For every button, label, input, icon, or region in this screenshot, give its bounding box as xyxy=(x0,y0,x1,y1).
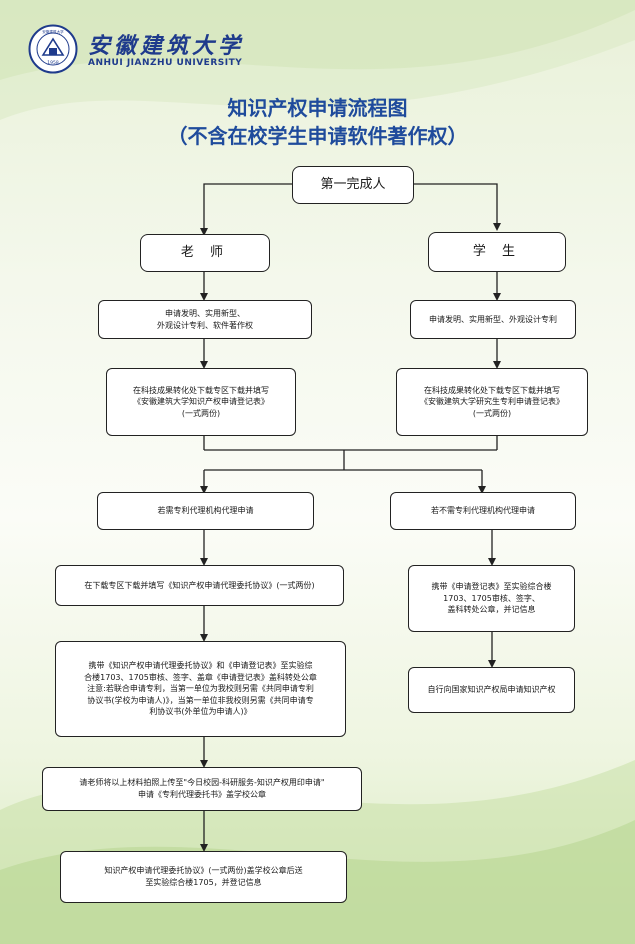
page-title: 知识产权申请流程图 xyxy=(227,96,408,120)
university-name-en: ANHUI JIANZHU UNIVERSITY xyxy=(88,58,243,68)
node-student-registration-form: 在科技成果转化处下载专区下载并填写 《安徽建筑大学研究生专利申请登记表》 (一式… xyxy=(396,368,588,436)
node-no-patent-agent: 若不需专利代理机构代理申请 xyxy=(390,492,576,530)
node-need-patent-agent: 若需专利代理机构代理申请 xyxy=(97,492,314,530)
seal-text: 安徽建筑大学 xyxy=(42,29,64,34)
node-teacher-application-types: 申请发明、实用新型、 外观设计专利、软件著作权 xyxy=(98,300,312,339)
node-upload-materials: 请老师将以上材料拍照上传至"今日校园-科研服务-知识产权用印申请" 申请《专利代… xyxy=(42,767,362,811)
node-first-inventor: 第一完成人 xyxy=(292,166,414,204)
university-name-cn: 安徽建筑大学 xyxy=(88,33,245,59)
node-student: 学 生 xyxy=(428,232,566,272)
seal-year: 1958 xyxy=(47,60,59,66)
page-subtitle: （不含在校学生申请软件著作权） xyxy=(167,124,468,148)
node-teacher-registration-form: 在科技成果转化处下载专区下载并填写 《安徽建筑大学知识产权申请登记表》 (一式两… xyxy=(106,368,296,436)
arrow-first-to-student xyxy=(414,183,501,231)
node-final-stamp-and-register: 知识产权申请代理委托协议》(一式两份)盖学校公章后送 至实验综合楼1705，并登… xyxy=(60,851,347,903)
node-bring-documents-for-review: 携带《知识产权申请代理委托协议》和《申请登记表》至实验综 合楼1703、1705… xyxy=(55,641,346,737)
arrow-first-to-teacher xyxy=(200,183,292,236)
node-no-agent-bring-form: 携带《申请登记表》至实验综合楼 1703、1705审核、签字、 盖科转处公章，并… xyxy=(408,565,575,632)
node-download-agency-agreement: 在下载专区下载并填写《知识产权申请代理委托协议》(一式两份) xyxy=(55,565,344,606)
node-student-application-types: 申请发明、实用新型、外观设计专利 xyxy=(410,300,576,339)
node-teacher: 老 师 xyxy=(140,234,270,272)
university-seal-logo: 1958 安徽建筑大学 xyxy=(28,24,78,74)
node-self-apply: 自行向国家知识产权局申请知识产权 xyxy=(408,667,575,713)
